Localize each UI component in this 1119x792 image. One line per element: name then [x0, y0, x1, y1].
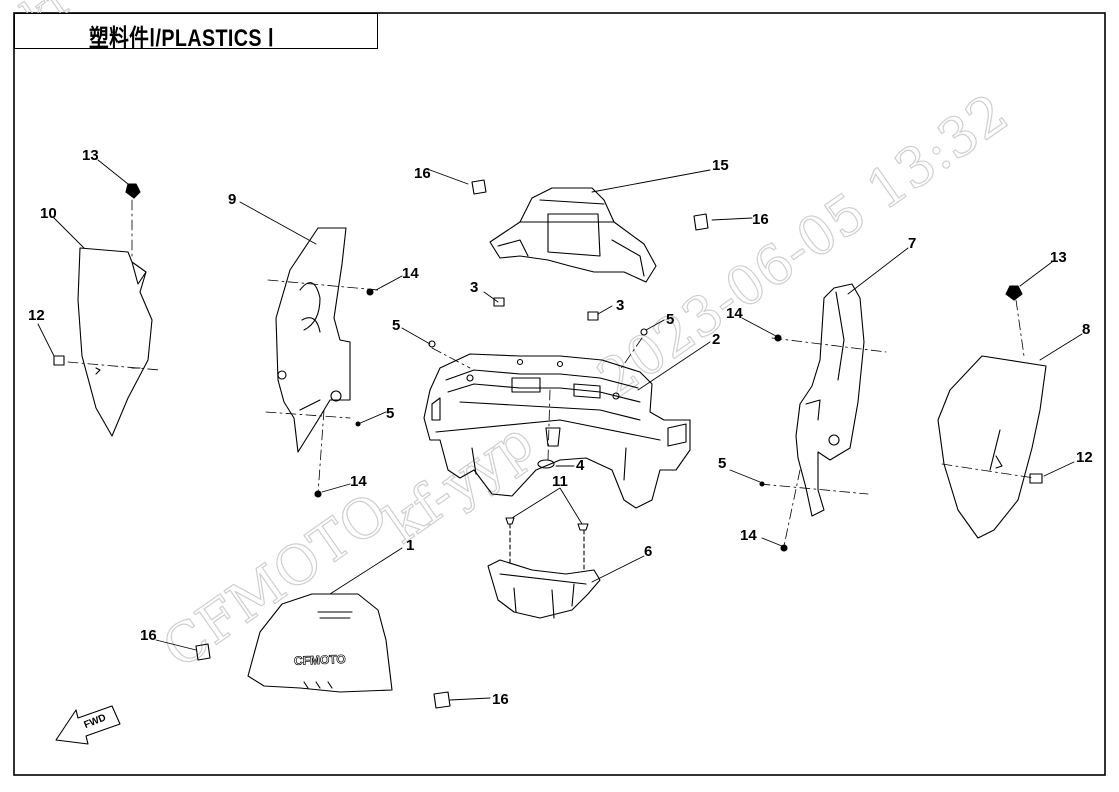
callout-3: 3	[470, 279, 478, 296]
callout-15: 15	[712, 157, 729, 174]
callout-3: 3	[616, 297, 624, 314]
part-8-right-side-panel	[937, 355, 1047, 539]
center-lines	[67, 199, 1035, 547]
callout-5: 5	[386, 405, 394, 422]
callout-14: 14	[726, 305, 743, 322]
callout-11: 11	[552, 473, 568, 490]
hardware	[53, 183, 1043, 571]
part-1-logo-text: CFMOTO	[294, 652, 346, 668]
part-2-dash-housing	[423, 353, 691, 509]
watermark: kf CFMOTO kf-yyp 2023-06-05 13:32	[12, 0, 1019, 681]
watermark-brand: CFMOTO	[151, 481, 399, 681]
part-1-front-cover	[247, 593, 393, 693]
callout-5: 5	[718, 455, 726, 472]
callout-16: 16	[752, 211, 769, 228]
leader-lines	[37, 159, 1083, 701]
callout-2: 2	[712, 331, 720, 348]
callout-4: 4	[576, 457, 585, 474]
callout-7: 7	[908, 235, 916, 252]
part-10-left-side-panel	[77, 247, 153, 437]
title-box: 塑料件Ⅰ/PLASTICS Ⅰ	[14, 13, 378, 52]
callout-14: 14	[740, 527, 757, 544]
outer-border	[13, 12, 1106, 776]
callout-13: 13	[1050, 249, 1067, 266]
callout-6: 6	[644, 543, 652, 560]
callout-5: 5	[392, 317, 400, 334]
callout-5: 5	[666, 311, 674, 328]
callout-12: 12	[1076, 449, 1093, 466]
page-title: 塑料件Ⅰ/PLASTICS Ⅰ	[89, 25, 275, 52]
callout-16: 16	[492, 691, 509, 708]
callout-8: 8	[1082, 321, 1090, 338]
part-6-lower-cover	[487, 559, 601, 619]
callouts: 1 2 3 3 4 5 5 5 5 6 7 8 9 10 11 12 12 13…	[28, 147, 1093, 708]
callout-1: 1	[406, 537, 414, 554]
part-9-left-bracket	[275, 227, 351, 453]
part-7-right-bracket	[795, 283, 865, 517]
callout-9: 9	[228, 191, 236, 208]
part-16-labels	[195, 179, 709, 709]
callout-14: 14	[402, 265, 419, 282]
callout-13: 13	[82, 147, 99, 164]
callout-14: 14	[350, 473, 367, 490]
callout-12: 12	[28, 307, 45, 324]
fwd-arrow-icon	[55, 705, 121, 745]
part-15-visor	[489, 187, 657, 283]
callout-10: 10	[40, 205, 57, 222]
callout-16: 16	[414, 165, 431, 182]
callout-16: 16	[140, 627, 157, 644]
watermark-user: kf-yyp	[373, 410, 544, 556]
watermark-timestamp: 2023-06-05 13:32	[586, 81, 1019, 410]
